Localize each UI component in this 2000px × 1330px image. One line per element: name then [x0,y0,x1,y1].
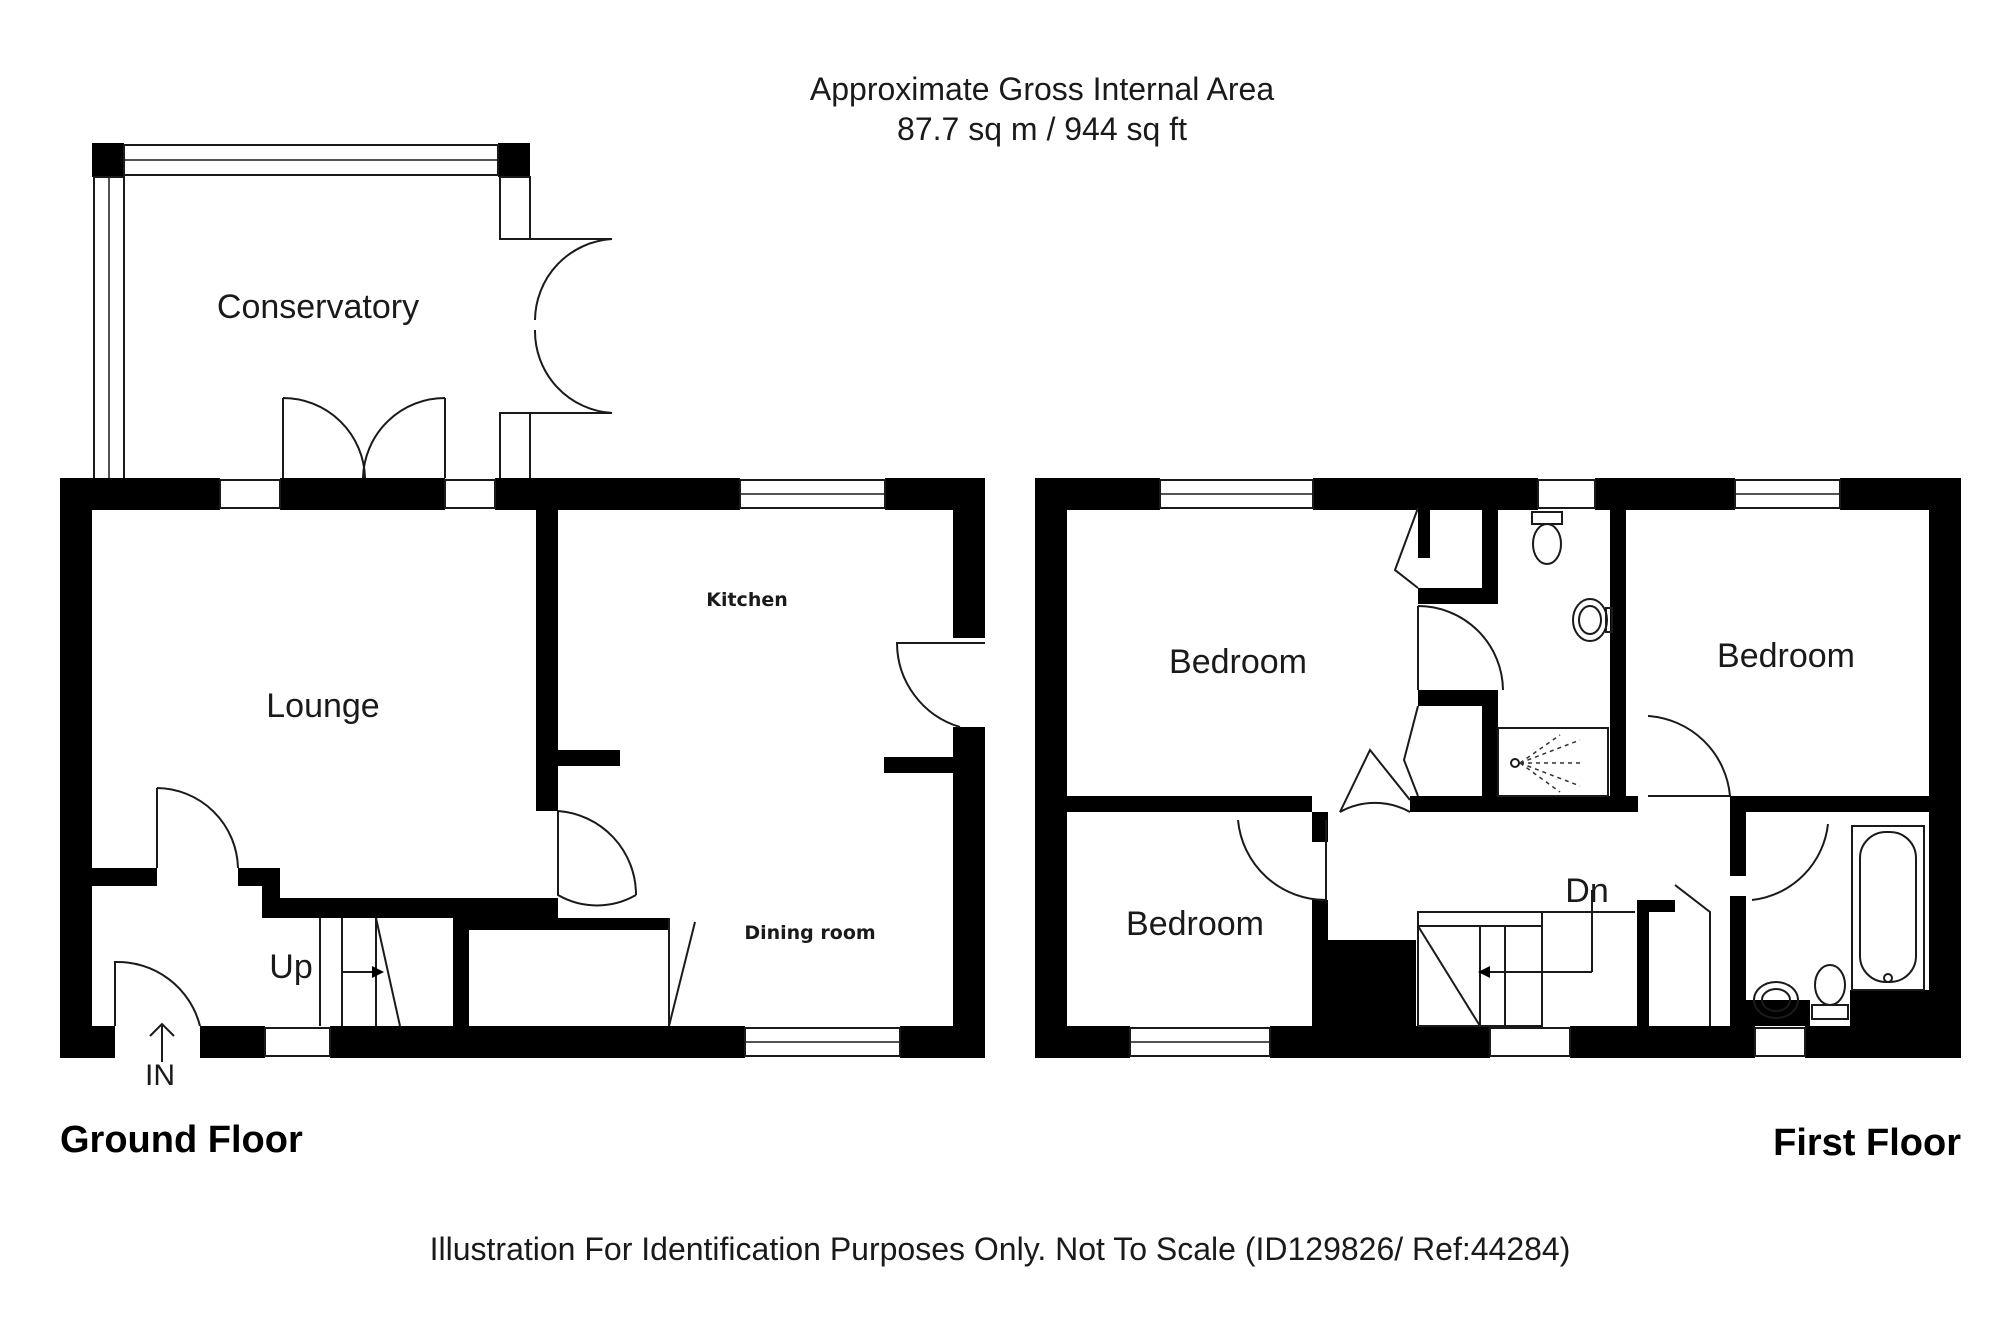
toilet-icon [1531,511,1563,565]
room-label-dining-room: Dining room [744,922,875,944]
first-floor-stairs [1417,890,1635,1027]
bathroom-basin-icon [1753,981,1799,1019]
first-floor-windows [1129,479,1841,1057]
room-label-bedroom-left-bottom: Bedroom [1126,905,1264,943]
shower-icon [1497,727,1609,797]
room-label-bedroom-left-top: Bedroom [1169,643,1307,681]
area-title: Approximate Gross Internal Area [810,71,1274,107]
sanitary-fittings [1497,511,1925,1020]
ground-floor-walls [60,478,985,1058]
first-floor-label: First Floor [1773,1122,1961,1164]
bathroom-toilet-icon [1811,964,1849,1020]
ground-floor-doors [114,397,985,1027]
disclaimer-text: Illustration For Identification Purposes… [430,1231,1571,1267]
ground-floor-plan: Conservatory Lounge Kitchen Dining room … [60,143,985,1161]
entrance-label: IN [145,1059,175,1092]
stairs-down-label: Dn [1565,872,1608,910]
area-value: 87.7 sq m / 944 sq ft [897,111,1187,147]
first-floor-plan: Bedroom Bedroom Bedroom Dn First Floor [1035,478,1961,1164]
room-label-conservatory: Conservatory [217,288,419,326]
first-floor-doors [1237,507,1829,1026]
entrance-arrow-icon [149,1022,175,1062]
room-label-lounge: Lounge [266,687,379,725]
ground-floor-windows [219,479,901,1057]
bath-icon [1851,825,1925,991]
room-label-bedroom-right: Bedroom [1717,637,1855,675]
ground-floor-label: Ground Floor [60,1119,303,1161]
stairs-up-label: Up [269,948,312,986]
ground-floor-stairs [319,917,401,1027]
basin-icon [1572,598,1613,642]
conservatory-frame [92,143,613,480]
first-floor-walls [1035,478,1961,1058]
room-label-kitchen: Kitchen [706,589,788,611]
